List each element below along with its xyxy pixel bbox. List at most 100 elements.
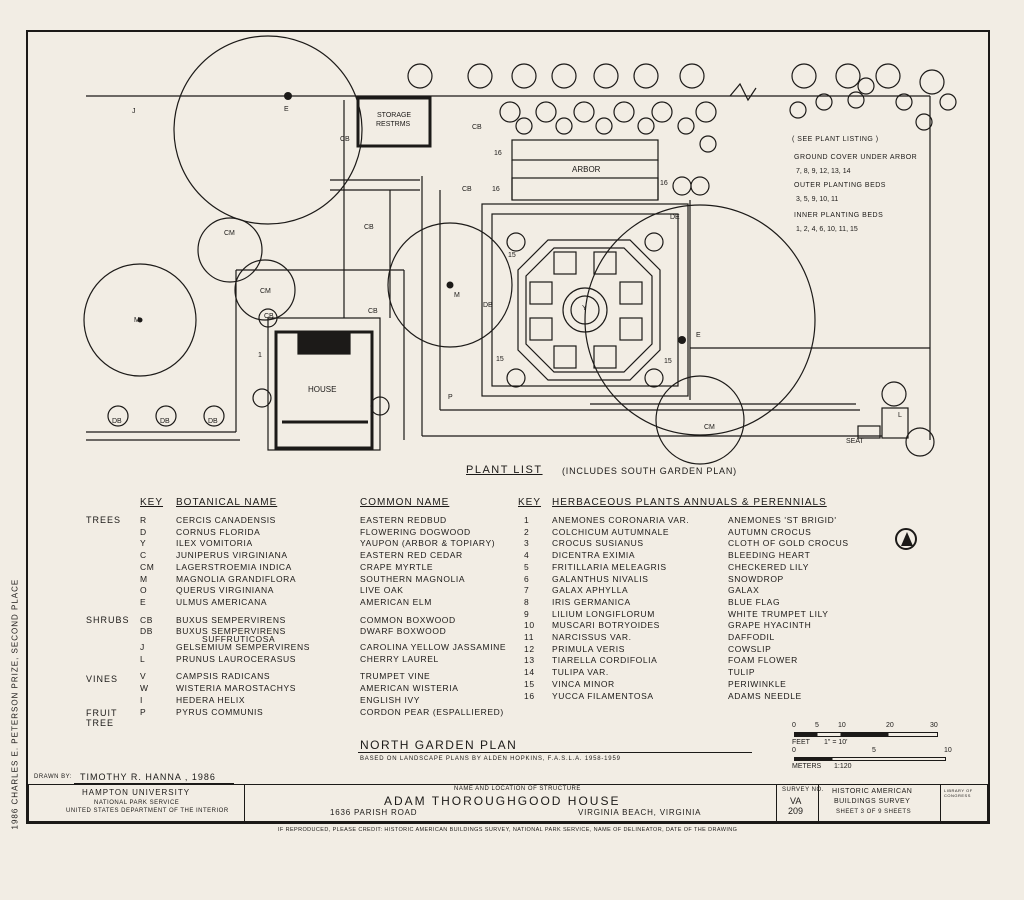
woody-common-name: AMERICAN ELM xyxy=(360,596,432,607)
herb-botanical-name: MUSCARI BOTRYOIDES xyxy=(552,620,660,631)
herb-botanical-name: GALAX APHYLLA xyxy=(552,585,629,596)
herb-botanical-name: NARCISSUS VAR. xyxy=(552,632,632,642)
woody-key: CM xyxy=(140,561,155,572)
woody-key: R xyxy=(140,515,147,525)
herb-common-name: GRAPE HYACINTH xyxy=(728,620,812,631)
woody-botanical-name: JUNIPERUS VIRGINIANA xyxy=(176,550,288,561)
sheet-number: SHEET 3 OF 9 SHEETS xyxy=(836,809,912,815)
meter-tick-0: 0 xyxy=(792,747,796,754)
drawn-by-label: DRAWN BY: xyxy=(34,774,72,780)
herb-common-name: WHITE TRUMPET LILY xyxy=(728,608,829,619)
survey-number: 209 xyxy=(788,806,804,816)
woody-common-name: EASTERN REDBUD xyxy=(360,515,447,525)
drawing-sheet-border xyxy=(26,30,990,824)
ground-cover-title: GROUND COVER UNDER ARBOR xyxy=(794,154,918,161)
restrooms-label: RESTRMS xyxy=(376,121,411,128)
category-fruit: FRUIT xyxy=(86,708,118,718)
herb-botanical-name: GALANTHUS NIVALIS xyxy=(552,573,649,584)
herb-key: 11 xyxy=(524,632,535,642)
herb-botanical-name: PRIMULA VERIS xyxy=(552,643,625,654)
meters-label: METERS xyxy=(792,763,822,770)
label-16-2: 16 xyxy=(492,186,500,193)
label-m-2: M xyxy=(454,292,460,299)
label-db-3: DB xyxy=(208,418,218,425)
woody-common-name: EASTERN RED CEDAR xyxy=(360,550,463,561)
label-16-3: 16 xyxy=(660,180,668,187)
label-cb-6: CB xyxy=(264,313,274,320)
herb-botanical-name: TULIPA VAR. xyxy=(552,667,609,678)
national-park-service: NATIONAL PARK SERVICE xyxy=(94,800,180,806)
herb-common-name: GALAX xyxy=(728,585,760,596)
woody-key: W xyxy=(140,683,149,694)
label-cb-4: CB xyxy=(462,186,472,193)
herb-botanical-name: LILIUM LONGIFLORUM xyxy=(552,608,655,619)
label-15-3: 15 xyxy=(664,358,672,365)
woody-common-name: CRAPE MYRTLE xyxy=(360,561,434,572)
woody-botanical-name: BUXUS SEMPERVIRENS xyxy=(176,614,286,625)
label-cb-5: CB xyxy=(472,124,482,131)
woody-botanical-name: PYRUS COMMUNIS xyxy=(176,706,264,717)
herb-common-name: CHECKERED LILY xyxy=(728,561,809,572)
herb-botanical-name: IRIS GERMANICA xyxy=(552,596,631,607)
woody-common-name: DWARF BOXWOOD xyxy=(360,626,447,637)
label-e-2: E xyxy=(696,332,701,339)
herb-botanical-name: DICENTRA EXIMIA xyxy=(552,550,636,561)
label-15-1: 15 xyxy=(508,252,516,259)
title-block-divider-3 xyxy=(818,784,819,822)
woody-key: I xyxy=(140,694,143,705)
feet-ratio: 1" = 10' xyxy=(824,739,848,746)
library-of-congress-stamp: LIBRARY OF CONGRESS xyxy=(944,788,973,798)
arbor-label: ARBOR xyxy=(572,165,601,174)
label-de: DE xyxy=(670,214,680,221)
herb-key: 1 xyxy=(524,515,530,525)
woody-key: M xyxy=(140,573,148,584)
herb-key: 3 xyxy=(524,538,530,549)
col-head-common: COMMON NAME xyxy=(360,497,450,508)
herb-common-name: SNOWDROP xyxy=(728,573,784,584)
feet-tick-30: 30 xyxy=(930,722,938,729)
habs-line-1: HISTORIC AMERICAN xyxy=(832,788,913,795)
woody-botanical-name: CORNUS FLORIDA xyxy=(176,526,261,537)
woody-key: V xyxy=(140,671,147,682)
col-head-key2: KEY xyxy=(518,497,542,508)
herb-common-name: DAFFODIL xyxy=(728,632,775,642)
woody-botanical-name: WISTERIA MAROSTACHYS xyxy=(176,683,296,694)
structure-caption: NAME AND LOCATION OF STRUCTURE xyxy=(454,786,581,792)
woody-key: L xyxy=(140,653,146,664)
herb-key: 14 xyxy=(524,667,535,678)
survey-number-label: SURVEY NO. xyxy=(782,787,824,793)
meter-tick-10: 10 xyxy=(944,747,952,754)
col-head-botanical: BOTANICAL NAME xyxy=(176,497,278,508)
title-block-divider-4 xyxy=(940,784,941,822)
herb-key: 10 xyxy=(524,620,535,631)
herb-key: 16 xyxy=(524,690,535,701)
drawing-title-rule xyxy=(358,752,752,753)
herb-botanical-name: VINCA MINOR xyxy=(552,678,615,689)
woody-key: CB xyxy=(140,614,154,625)
herb-key: 5 xyxy=(524,561,530,572)
herb-botanical-name: ANEMONES CORONARIA VAR. xyxy=(552,515,690,525)
label-cm-1: CM xyxy=(224,230,235,237)
herb-common-name: TULIP xyxy=(728,667,756,678)
herb-botanical-name: FRITILLARIA MELEAGRIS xyxy=(552,561,667,572)
inner-beds-title: INNER PLANTING BEDS xyxy=(794,212,884,219)
woody-botanical-name: HEDERA HELIX xyxy=(176,694,246,705)
herb-key: 4 xyxy=(524,550,530,561)
herb-key: 13 xyxy=(524,655,535,666)
woody-common-name: AMERICAN WISTERIA xyxy=(360,683,459,694)
herb-key: 7 xyxy=(524,585,530,596)
woody-common-name: TRUMPET VINE xyxy=(360,671,431,682)
woody-botanical-name: ILEX VOMITORIA xyxy=(176,538,253,549)
col-head-key: KEY xyxy=(140,497,164,508)
herb-key: 15 xyxy=(524,678,535,689)
scale-bar: 0 5 10 20 30 FEET 1" = 10' 0 5 10 METERS… xyxy=(792,722,952,770)
category-tree: TREE xyxy=(86,718,115,728)
herb-common-name: AUTUMN CROCUS xyxy=(728,526,812,537)
label-cb-2: CB xyxy=(364,224,374,231)
title-block-divider-2 xyxy=(776,784,777,822)
drawn-by-name: TIMOTHY R. HANNA , 1986 xyxy=(80,772,216,782)
based-on-note: BASED ON LANDSCAPE PLANS BY ALDEN HOPKIN… xyxy=(360,756,621,762)
woody-common-name: SOUTHERN MAGNOLIA xyxy=(360,573,466,584)
reproduction-credit: IF REPRODUCED, PLEASE CREDIT: HISTORIC A… xyxy=(278,827,738,833)
herb-key: 6 xyxy=(524,573,530,584)
